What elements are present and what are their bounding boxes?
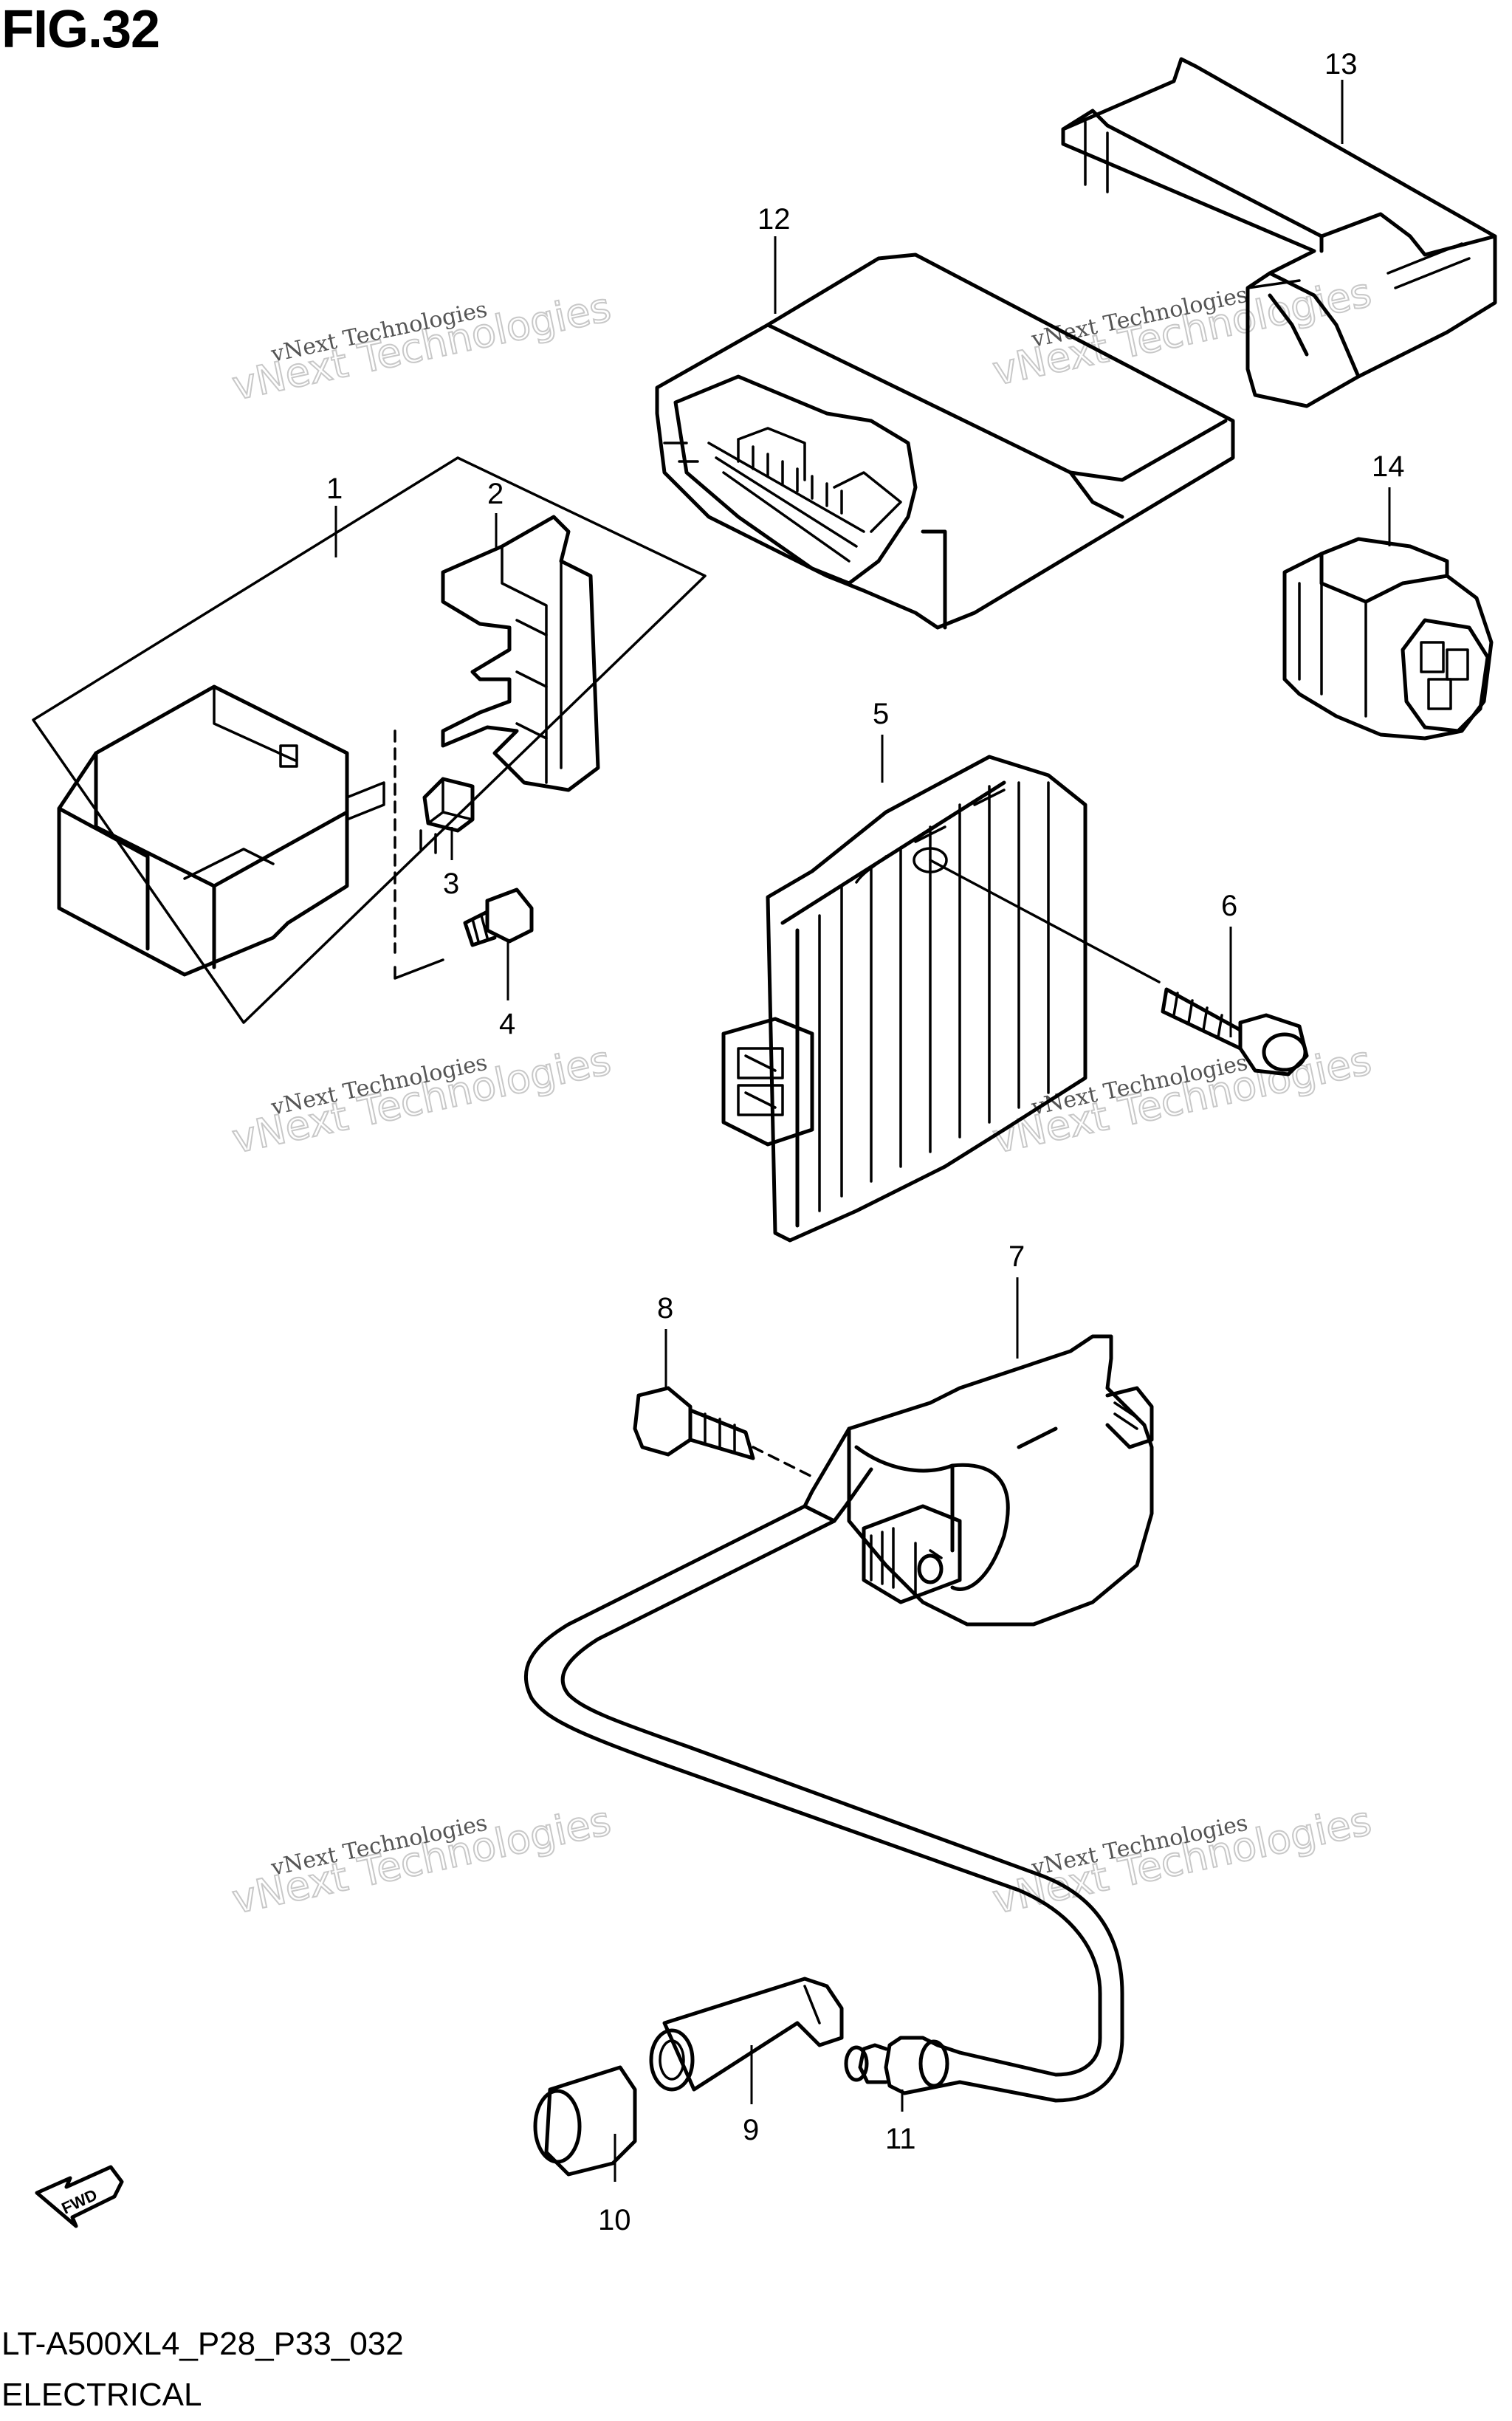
section-name: ELECTRICAL xyxy=(1,2377,202,2413)
part-1-relay-assembly xyxy=(32,456,707,1024)
callout-6: 6 xyxy=(1221,890,1237,922)
callout-1: 1 xyxy=(326,473,343,505)
callout-3: 3 xyxy=(443,868,459,900)
part-9-plug-cap xyxy=(649,1977,844,2092)
callout-8: 8 xyxy=(657,1292,673,1325)
part-13-ecm-cover xyxy=(1061,57,1497,408)
callout-10: 10 xyxy=(598,2204,631,2236)
high-tension-lead xyxy=(523,1504,1124,2103)
model-code: LT-A500XL4_P28_P33_032 xyxy=(1,2326,404,2362)
callout-12: 12 xyxy=(757,203,791,236)
watermark-top-left: vNext Technologies vNext Technologies xyxy=(227,283,616,410)
part-2-fuse-holder xyxy=(441,515,600,792)
callout-numbers: 1 2 3 4 5 6 7 8 9 10 11 12 13 14 xyxy=(326,48,1405,2236)
part-7-ignition-coil xyxy=(803,1334,1154,1627)
part-11-cap-grommet xyxy=(844,2036,962,2095)
part-6-bolt xyxy=(929,859,1309,1076)
watermark-low-left: vNext Technologies vNext Technologies xyxy=(227,1796,616,1923)
part-8-bolt xyxy=(633,1386,814,1478)
figure-title: FIG.32 xyxy=(1,0,160,59)
watermark-mid-right: vNext Technologies vNext Technologies xyxy=(988,1036,1376,1163)
callout-13: 13 xyxy=(1324,48,1358,80)
watermark-mid-left: vNext Technologies vNext Technologies xyxy=(227,1036,616,1163)
callout-14: 14 xyxy=(1372,450,1405,483)
part-5-regulator-rectifier xyxy=(721,755,1087,1243)
watermark-top-right: vNext Technologies vNext Technologies xyxy=(988,268,1376,395)
callout-11: 11 xyxy=(885,2123,916,2155)
part-12-ecm xyxy=(655,253,1235,630)
callout-4: 4 xyxy=(499,1008,515,1040)
part-3-fuse xyxy=(419,777,475,854)
fwd-arrow-icon: FWD xyxy=(35,2165,124,2228)
part-4-bolt xyxy=(463,887,534,947)
callout-9: 9 xyxy=(743,2114,759,2146)
part-14-connector-relay xyxy=(1282,537,1494,741)
callout-7: 7 xyxy=(1008,1240,1025,1273)
part-10-cap xyxy=(533,2065,637,2177)
callout-2: 2 xyxy=(487,478,504,510)
callout-leaders xyxy=(334,80,1391,2182)
callout-5: 5 xyxy=(873,698,889,730)
